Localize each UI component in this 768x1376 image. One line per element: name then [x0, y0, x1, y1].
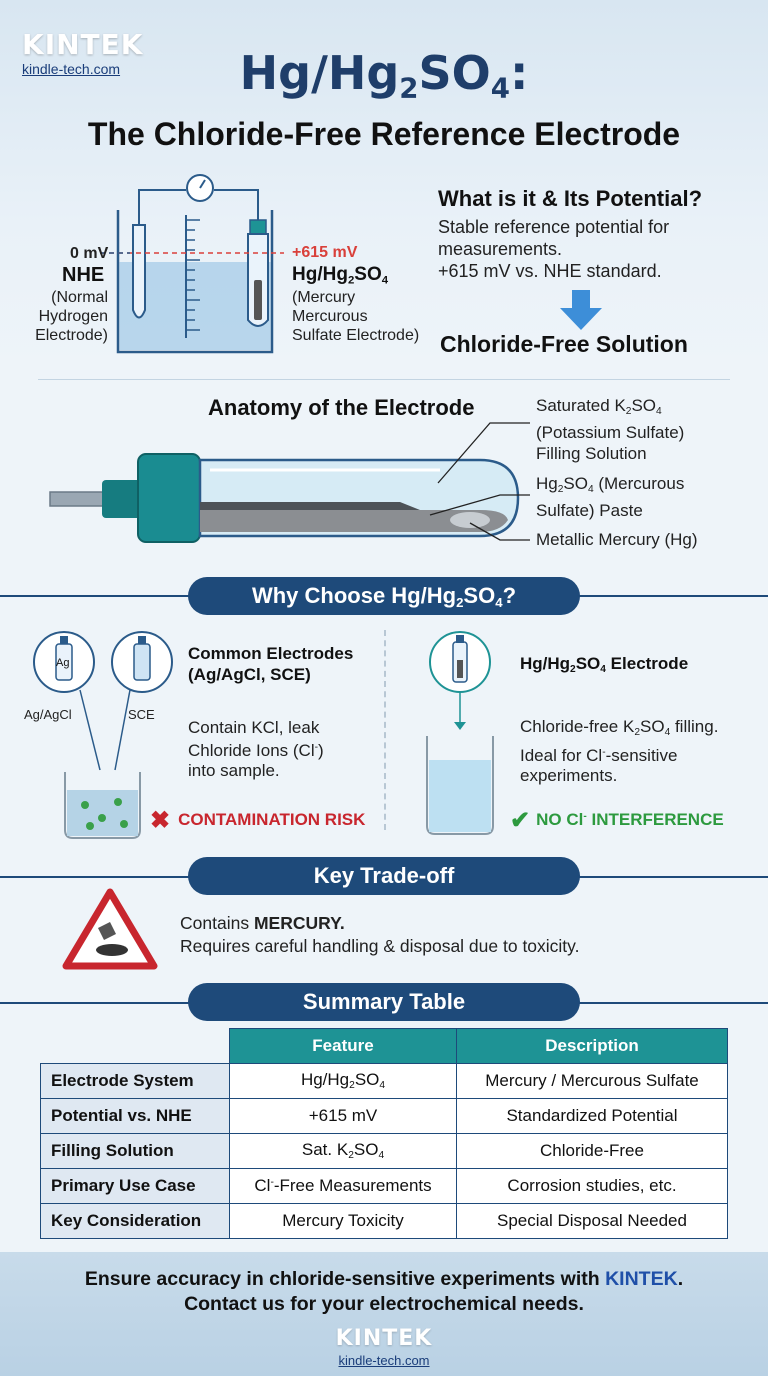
summary-table: Feature Description Electrode System Hg/… [40, 1028, 728, 1239]
check-icon: ✔ [510, 807, 531, 834]
trade-pill: Key Trade-off [188, 857, 580, 895]
hg-electrode-illustration [426, 631, 494, 835]
contamination-risk-label: ✖CONTAMINATION RISK [150, 807, 366, 834]
cross-icon: ✖ [150, 807, 171, 834]
beaker-outline [116, 210, 274, 354]
ag-icon-label: Ag [56, 657, 70, 669]
anatomy-heading: Anatomy of the Electrode [208, 395, 475, 420]
comparison-divider [384, 630, 386, 830]
plus-mv-label: +615 mV [292, 244, 358, 261]
table-row: Potential vs. NHE +615 mV Standardized P… [40, 1098, 728, 1134]
hg-electrode-cap [249, 219, 267, 235]
anatomy-label-mercury: Metallic Mercury (Hg) [536, 530, 698, 549]
anatomy-label-filling-solution: Saturated K2SO4 (Potassium Sulfate) Fill… [536, 396, 685, 464]
section-divider [38, 379, 730, 380]
anatomy-leader-lines [429, 422, 530, 541]
brand-url[interactable]: kindle-tech.com [22, 61, 121, 77]
footer-background [0, 1252, 768, 1376]
common-electrodes-illustration [33, 631, 173, 839]
footer-url[interactable]: kindle-tech.com [338, 1353, 430, 1368]
col-description-header: Description [456, 1028, 728, 1064]
summary-pill: Summary Table [188, 983, 580, 1021]
hazard-triangle-icon [62, 888, 158, 970]
common-electrodes-text: Contain KCl, leak Chloride Ions (Cl-) in… [188, 718, 324, 781]
table-row: Filling Solution Sat. K2SO4 Chloride-Fre… [40, 1133, 728, 1169]
down-arrow-icon [560, 290, 602, 330]
nhe-electrode [132, 224, 146, 319]
table-row: Primary Use Case Cl--Free Measurements C… [40, 1168, 728, 1204]
footer-logo: KINTEK [335, 1326, 433, 1351]
common-electrodes-heading: Common Electrodes(Ag/AgCl, SCE) [188, 644, 354, 684]
nhe-label: NHE [62, 264, 105, 286]
page-title: Hg/Hg2SO4: [239, 46, 529, 105]
trade-text: Contains MERCURY. Requires careful handl… [180, 913, 580, 956]
footer-cta: Ensure accuracy in chloride-sensitive ex… [84, 1268, 684, 1315]
why-pill: Why Choose Hg/Hg2SO4? [188, 577, 580, 615]
what-heading: What is it & Its Potential? [438, 186, 703, 211]
hg-electrode-label: Hg/Hg2SO4 [292, 264, 389, 287]
ag-agcl-caption: Ag/AgCl [24, 707, 72, 722]
no-interference-label: ✔NO Cl- INTERFERENCE [510, 807, 724, 834]
anatomy-label-paste: Hg2SO4 (Mercurous Sulfate) Paste [536, 474, 685, 521]
chloride-free-result: Chloride-Free Solution [440, 331, 688, 357]
electrode-anatomy-illustration [49, 453, 520, 543]
hg-electrode-heading: Hg/Hg2SO4 Electrode [520, 654, 689, 676]
sce-caption: SCE [128, 707, 155, 722]
brand-header: KINTEK kindle-tech.com [22, 28, 143, 77]
potential-diagram [100, 174, 284, 354]
page-subtitle: The Chloride-Free Reference Electrode [87, 116, 681, 152]
table-row: Electrode System Hg/Hg2SO4 Mercury / Mer… [40, 1063, 728, 1099]
table-row: Key Consideration Mercury Toxicity Speci… [40, 1203, 728, 1239]
col-feature-header: Feature [229, 1028, 457, 1064]
brand-logo: KINTEK [22, 28, 144, 61]
hg-electrode-text: Chloride-free K2SO4 filling. Ideal for C… [520, 717, 719, 786]
zero-mv-label: 0 mV [70, 245, 109, 262]
